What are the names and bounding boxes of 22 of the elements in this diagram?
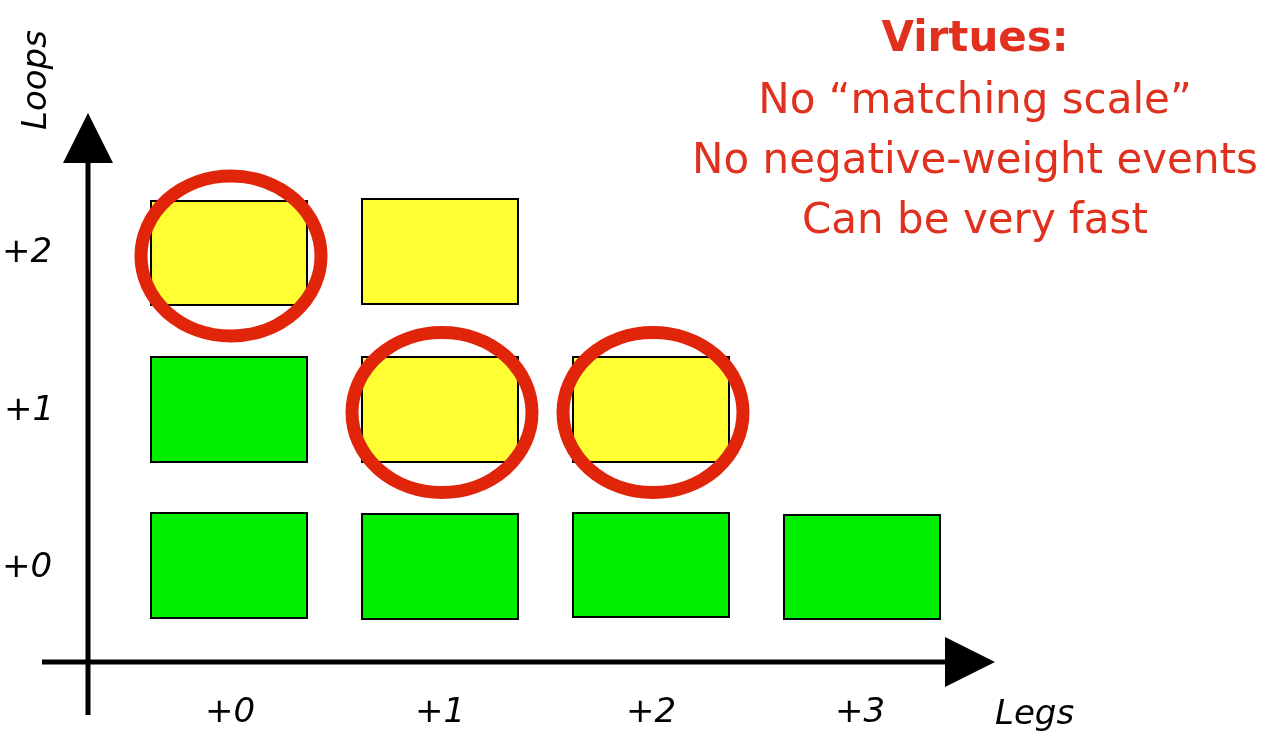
- virtues-heading: Virtues:: [880, 12, 1070, 61]
- grid-box: [783, 514, 941, 620]
- tick-label: +2: [626, 690, 677, 730]
- virtue-text: Can be very fast: [801, 194, 1149, 243]
- virtue-text: No negative-weight events: [691, 134, 1259, 183]
- tick-label: +1: [415, 690, 466, 730]
- grid-box: [150, 512, 308, 619]
- axis-title: Legs: [995, 692, 1075, 732]
- tick-label: +1: [4, 388, 55, 428]
- grid-box: [361, 356, 519, 463]
- grid-box: [572, 356, 730, 463]
- virtue-text: No “matching scale”: [757, 74, 1193, 123]
- tick-label: +2: [2, 230, 53, 270]
- tick-label: +0: [205, 690, 256, 730]
- grid-box: [572, 512, 730, 618]
- axis-title: Loops: [14, 30, 54, 130]
- grid-box: [150, 356, 308, 463]
- tick-label: +0: [2, 545, 53, 585]
- tick-label: +3: [835, 690, 886, 730]
- grid-box: [150, 200, 308, 306]
- grid-box: [361, 198, 519, 305]
- grid-box: [361, 513, 519, 620]
